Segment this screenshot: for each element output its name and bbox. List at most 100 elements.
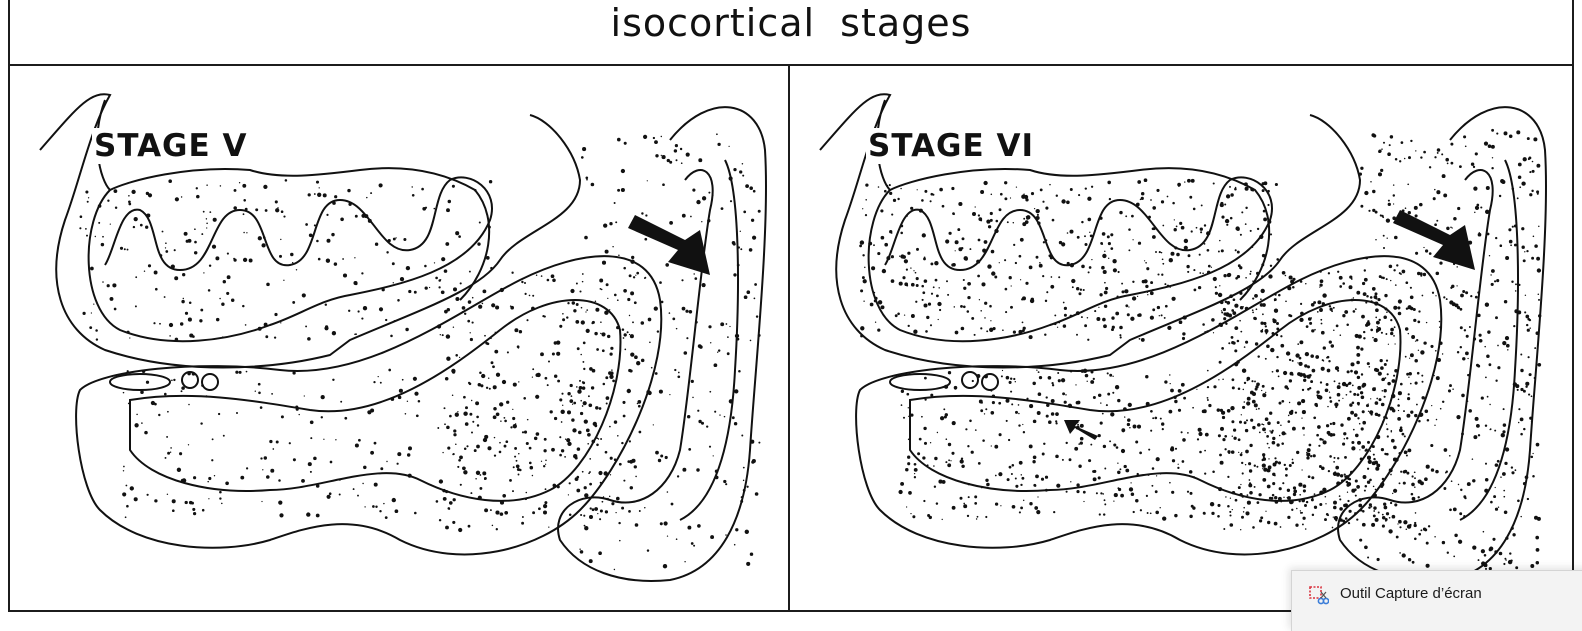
cell-dot bbox=[438, 518, 442, 522]
cell-dot bbox=[1324, 495, 1327, 498]
cell-dot bbox=[1378, 398, 1382, 402]
cell-dot bbox=[551, 352, 555, 356]
cell-dot bbox=[1413, 523, 1417, 528]
cell-dot bbox=[1189, 195, 1193, 199]
cell-dot bbox=[966, 310, 970, 313]
cell-dot bbox=[1310, 455, 1313, 458]
cell-dot bbox=[717, 142, 721, 147]
cell-dot bbox=[1206, 399, 1209, 401]
cell-dot bbox=[1405, 281, 1409, 285]
cell-dot bbox=[1229, 523, 1234, 527]
cell-dot bbox=[1297, 401, 1302, 406]
cell-dot bbox=[1219, 323, 1223, 328]
cell-dot bbox=[1272, 472, 1276, 477]
cell-dot bbox=[1148, 215, 1151, 219]
cell-dot bbox=[616, 496, 620, 501]
cell-dot bbox=[1102, 513, 1106, 516]
cell-dot bbox=[860, 289, 864, 293]
cell-dot bbox=[1372, 514, 1376, 518]
cell-dot bbox=[684, 561, 686, 563]
cell-dot bbox=[245, 467, 249, 470]
cell-dot bbox=[960, 246, 964, 250]
cell-dot bbox=[259, 406, 263, 409]
cell-dot bbox=[499, 402, 504, 407]
cell-dot bbox=[1517, 421, 1520, 424]
cell-dot bbox=[1099, 293, 1103, 297]
cell-dot bbox=[1363, 337, 1366, 340]
cell-dot bbox=[1010, 472, 1013, 476]
cell-dot bbox=[1221, 347, 1224, 350]
cell-dot bbox=[180, 196, 183, 198]
cell-dot bbox=[1530, 564, 1535, 568]
cell-dot bbox=[1035, 255, 1039, 259]
cell-dot bbox=[1231, 420, 1235, 424]
cell-dot bbox=[1399, 526, 1402, 529]
cell-dot bbox=[1520, 353, 1523, 356]
cell-dot bbox=[1161, 428, 1164, 431]
cell-dot bbox=[397, 299, 400, 302]
cell-dot bbox=[1173, 219, 1175, 221]
cell-dot bbox=[408, 289, 412, 294]
cell-dot bbox=[578, 385, 583, 390]
cell-dot bbox=[1417, 496, 1420, 499]
cell-dot bbox=[208, 498, 210, 500]
cell-dot bbox=[1491, 157, 1494, 159]
cell-dot bbox=[455, 231, 460, 236]
cell-dot bbox=[1483, 141, 1489, 146]
cell-dot bbox=[1033, 483, 1037, 487]
cell-dot bbox=[1398, 452, 1402, 455]
cell-dot bbox=[1275, 369, 1279, 373]
cell-dot bbox=[150, 400, 155, 406]
cell-dot bbox=[1229, 294, 1233, 299]
cell-dot bbox=[1350, 362, 1355, 367]
cell-dot bbox=[1398, 272, 1401, 275]
cell-dot bbox=[528, 294, 531, 297]
cell-dot bbox=[1237, 486, 1241, 490]
cell-dot bbox=[559, 436, 562, 439]
cell-dot bbox=[1036, 510, 1041, 515]
cell-dot bbox=[1158, 315, 1160, 317]
cell-dot bbox=[1399, 160, 1402, 163]
cell-dot bbox=[1076, 333, 1078, 336]
cell-dot bbox=[1487, 330, 1491, 334]
cell-dot bbox=[1097, 433, 1101, 438]
cell-dot bbox=[1415, 150, 1417, 152]
cell-dot bbox=[315, 484, 320, 488]
cell-dot bbox=[948, 459, 950, 462]
cell-dot bbox=[1004, 197, 1008, 201]
cell-dot bbox=[1374, 210, 1378, 214]
cell-dot bbox=[585, 428, 590, 433]
cell-dot bbox=[974, 495, 978, 499]
cell-dot bbox=[907, 407, 909, 409]
cell-dot bbox=[120, 224, 122, 226]
cell-dot bbox=[921, 233, 926, 238]
cell-dot bbox=[208, 476, 212, 481]
cell-dot bbox=[1358, 498, 1361, 500]
cell-dot bbox=[1246, 379, 1249, 382]
cell-dot bbox=[1037, 371, 1040, 374]
cell-dot bbox=[244, 324, 247, 326]
cell-dot bbox=[481, 373, 486, 379]
cell-dot bbox=[697, 409, 700, 412]
cell-dot bbox=[1271, 370, 1274, 373]
cell-dot bbox=[1288, 314, 1291, 317]
cell-dot bbox=[1343, 503, 1347, 508]
cell-dot bbox=[1436, 151, 1439, 154]
cell-dot bbox=[206, 184, 208, 186]
cell-dot bbox=[339, 479, 341, 481]
cell-dot bbox=[1459, 326, 1463, 330]
cell-dot bbox=[1431, 291, 1435, 294]
cell-dot bbox=[1516, 388, 1519, 391]
cell-dot bbox=[982, 439, 985, 442]
cell-dot bbox=[605, 396, 610, 400]
cell-dot bbox=[466, 445, 469, 448]
screenshot-tool-notification[interactable]: Outil Capture d’écran bbox=[1291, 570, 1582, 631]
cell-dot bbox=[1480, 549, 1486, 554]
cell-dot bbox=[962, 278, 965, 282]
cell-dot bbox=[1234, 186, 1237, 189]
cell-dot bbox=[1463, 135, 1467, 139]
cell-dot bbox=[600, 288, 603, 291]
cell-dot bbox=[221, 302, 225, 306]
cell-dot bbox=[961, 464, 965, 469]
cell-dot bbox=[98, 221, 101, 224]
